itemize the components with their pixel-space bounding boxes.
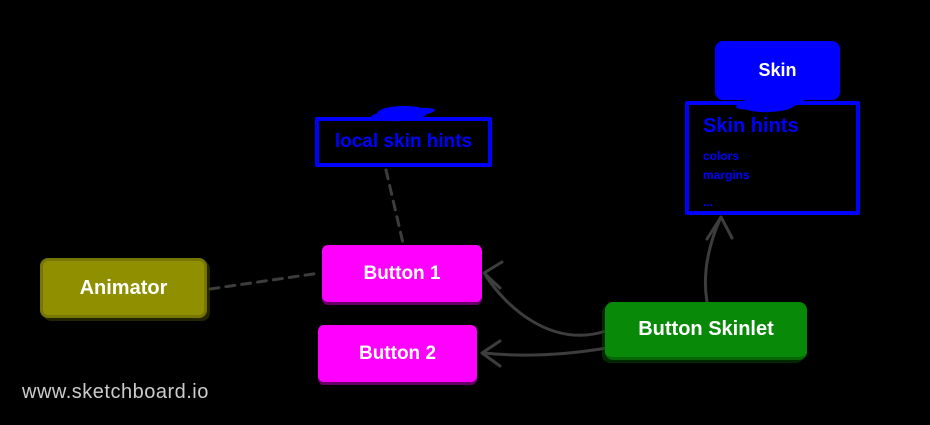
edge-button-skinlet-to-button1-arrowhead	[482, 260, 504, 290]
skin-hints-item-margins: margins	[703, 168, 750, 182]
node-button-skinlet[interactable]: Button Skinlet	[605, 302, 807, 360]
node-button-2-label: Button 2	[358, 342, 437, 364]
node-skin[interactable]: Skin	[715, 41, 840, 100]
node-local-skin-hints-label: local skin hints	[334, 131, 473, 152]
skin-hints-title: Skin hints	[703, 115, 799, 137]
node-animator-label: Animator	[79, 276, 168, 299]
node-skin-hints[interactable]: Skin hints colors margins ...	[685, 101, 860, 215]
node-button-1-label: Button 1	[363, 262, 441, 284]
edge-button-skinlet-to-skin-hints[interactable]	[703, 217, 722, 304]
node-button-2[interactable]: Button 2	[318, 325, 477, 382]
node-local-skin-hints[interactable]: local skin hints	[315, 117, 492, 167]
node-button-skinlet-label: Button Skinlet	[638, 318, 774, 340]
sketchboard-watermark: www.sketchboard.io	[22, 381, 209, 403]
node-animator[interactable]: Animator	[40, 258, 207, 318]
edge-animator-to-button1[interactable]	[208, 271, 322, 291]
edge-local-skin-hints-to-button1[interactable]	[384, 168, 405, 245]
node-skin-label: Skin	[758, 60, 797, 80]
edge-button-skinlet-to-button1[interactable]	[484, 274, 608, 337]
edge-button-skinlet-to-button2-arrowhead	[480, 339, 502, 368]
edge-button-skinlet-to-skin-hints-arrowhead	[705, 215, 734, 241]
node-button-1[interactable]: Button 1	[322, 245, 482, 302]
edge-button-skinlet-to-button2[interactable]	[482, 346, 609, 357]
skin-hints-item-more: ...	[703, 195, 714, 209]
skin-hints-item-colors: colors	[703, 149, 740, 163]
